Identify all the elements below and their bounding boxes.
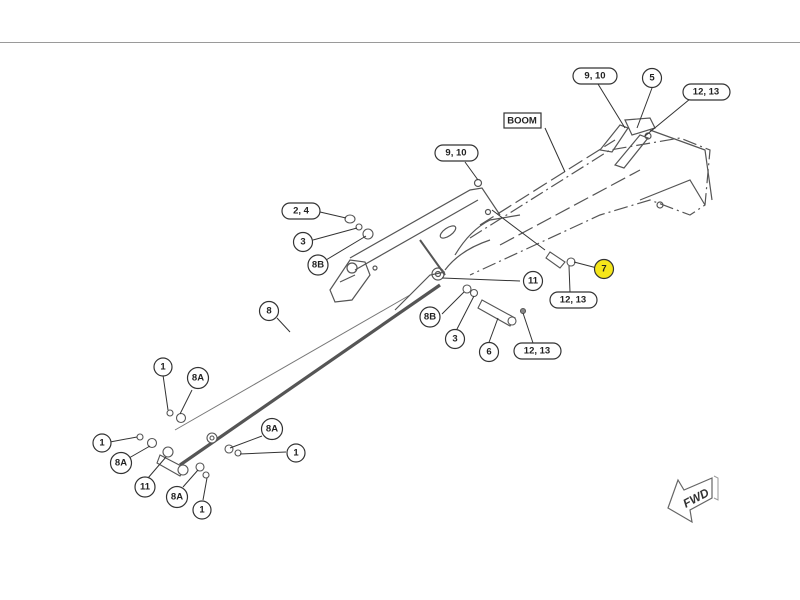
callout-label: 1 [99, 438, 105, 449]
header-divider [0, 42, 800, 43]
callout-label: 12, 13 [693, 87, 719, 98]
callout-9-10-mid[interactable]: 9, 10 [434, 144, 479, 162]
callout-label: 12, 13 [560, 295, 586, 306]
callout-label: 1 [160, 362, 166, 373]
callout-8[interactable]: 8 [258, 300, 280, 322]
boom-label: BOOM [503, 112, 542, 129]
top-bar [0, 0, 800, 42]
callout-label: 8B [312, 260, 324, 271]
callout-label: 8B [424, 312, 436, 323]
arm-part [174, 178, 521, 467]
boom-label-text: BOOM [507, 116, 537, 127]
callout-8b-upper[interactable]: 8B [307, 254, 329, 276]
leader-lines [109, 83, 691, 501]
hardware-parts [136, 214, 576, 479]
callout-label: 8 [266, 306, 271, 317]
callout-12-13-right[interactable]: 12, 13 [549, 291, 598, 309]
callout-label: 3 [300, 237, 305, 248]
callout-label: 9, 10 [445, 148, 466, 159]
callout-label: 11 [140, 482, 151, 493]
callout-8b-lower[interactable]: 8B [419, 306, 441, 328]
callout-label: 1 [199, 505, 205, 516]
callout-11-right[interactable]: 11 [522, 270, 544, 292]
callout-1-a[interactable]: 1 [153, 357, 173, 377]
callout-label: 5 [649, 73, 655, 84]
callout-1-d[interactable]: 1 [192, 500, 212, 520]
callout-8a-a[interactable]: 8A [186, 366, 210, 390]
callout-label: 11 [528, 276, 539, 287]
boom-part [469, 117, 713, 276]
callout-label: 12, 13 [524, 346, 550, 357]
callout-label: 9, 10 [584, 71, 605, 82]
callout-label: 7 [601, 264, 606, 275]
callout-9-10-top[interactable]: 9, 10 [572, 67, 618, 85]
callout-8a-c[interactable]: 8A [260, 417, 284, 441]
callout-12-13-top[interactable]: 12, 13 [682, 83, 731, 101]
callout-label: 2, 4 [293, 206, 310, 217]
forward-direction-arrow: FWD [667, 475, 719, 524]
callout-2-4[interactable]: 2, 4 [281, 202, 321, 220]
callout-3-upper[interactable]: 3 [292, 231, 314, 253]
callout-7-highlighted[interactable]: 7 [593, 258, 615, 280]
callout-label: 6 [486, 347, 491, 358]
callout-label: 8A [192, 373, 204, 384]
callout-label: 8A [171, 492, 183, 503]
callout-label: 1 [293, 448, 299, 459]
callout-5[interactable]: 5 [641, 67, 663, 89]
callout-1-b[interactable]: 1 [92, 433, 112, 453]
callout-8a-d[interactable]: 8A [165, 485, 189, 509]
callout-label: 8A [115, 458, 127, 469]
callout-3-lower[interactable]: 3 [444, 328, 466, 350]
callout-label: 3 [452, 334, 457, 345]
callout-label: 8A [266, 424, 278, 435]
callout-12-13-bottom[interactable]: 12, 13 [513, 342, 562, 360]
callout-8a-b[interactable]: 8A [109, 451, 133, 475]
callout-1-c[interactable]: 1 [286, 443, 306, 463]
callout-6[interactable]: 6 [478, 341, 500, 363]
callout-11-left[interactable]: 11 [134, 476, 156, 498]
